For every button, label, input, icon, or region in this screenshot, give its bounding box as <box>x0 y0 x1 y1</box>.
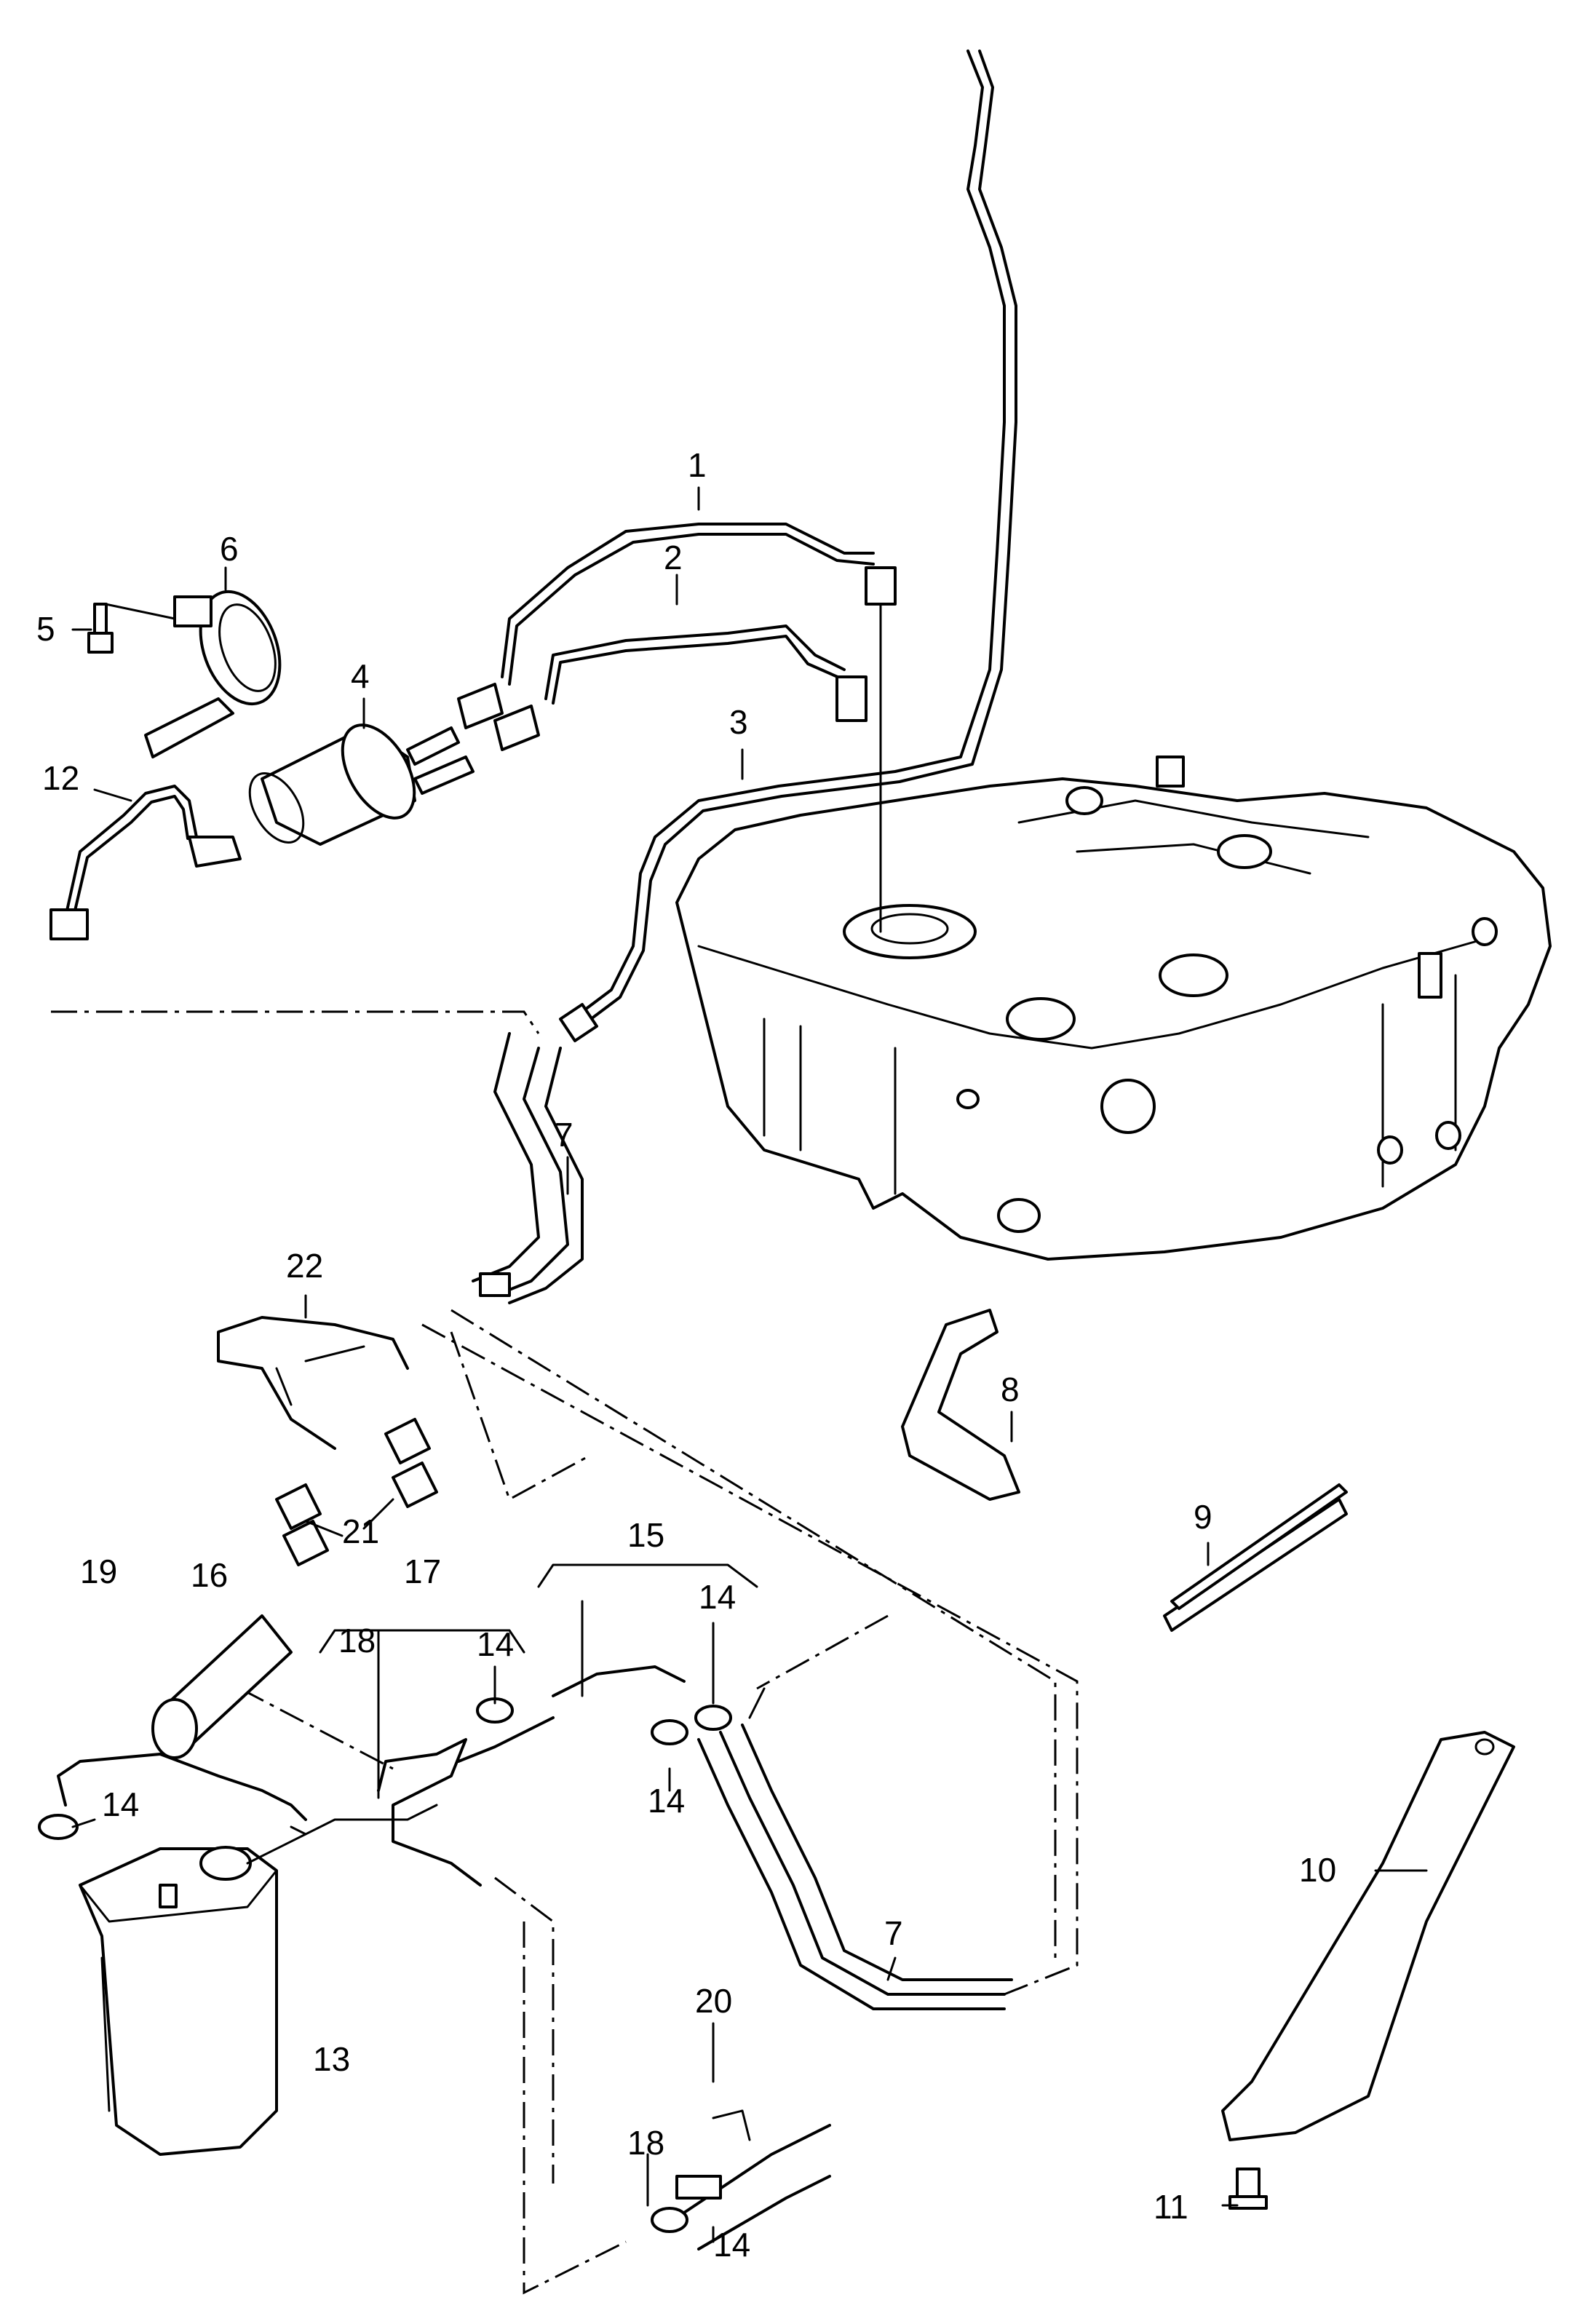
cable-tie <box>1163 1483 1348 1632</box>
callout-9: 9 <box>1194 1498 1212 1536</box>
hose-clips <box>275 1418 438 1566</box>
callout-14e: 14 <box>713 2226 750 2264</box>
charcoal-canister <box>79 1804 438 2156</box>
callout-1: 1 <box>688 446 707 484</box>
callout-2: 2 <box>664 539 683 576</box>
callout-17: 17 <box>404 1552 441 1590</box>
callout-16: 16 <box>191 1556 228 1594</box>
callout-14d: 14 <box>648 1782 685 1820</box>
screw <box>87 603 114 654</box>
callout-11: 11 <box>1154 2188 1188 2226</box>
hose-22 <box>217 1316 409 1450</box>
callout-4: 4 <box>351 657 370 695</box>
fuel-lines-upper <box>501 49 1017 1042</box>
callout-19: 19 <box>80 1552 117 1590</box>
callout-15: 15 <box>627 1516 664 1554</box>
connector-sleeve <box>151 1614 293 1759</box>
callout-13: 13 <box>313 2040 350 2078</box>
callout-21: 21 <box>342 1512 379 1550</box>
hoses-lower <box>57 1665 686 1887</box>
heat-shield <box>1221 1731 1515 2141</box>
callout-12: 12 <box>42 759 79 797</box>
filter-clamp <box>144 590 282 758</box>
leader-lines <box>71 486 1428 2243</box>
fuel-line-7-upper <box>472 1032 584 1304</box>
fuel-line-7-lower <box>697 1687 1013 2010</box>
callout-20: 20 <box>695 1982 732 2020</box>
callout-14b: 14 <box>477 1625 514 1663</box>
callout-6: 6 <box>220 530 239 568</box>
callout-10: 10 <box>1299 1851 1336 1889</box>
fuel-filter <box>248 683 540 846</box>
line-connector-20 <box>675 2109 831 2250</box>
callout-18b: 18 <box>627 2124 664 2162</box>
callout-14a: 14 <box>102 1785 139 1823</box>
callout-8: 8 <box>1001 1371 1020 1408</box>
callout-labels: 1 2 3 4 5 6 7 7 8 9 10 11 12 13 14 14 14… <box>36 446 1336 2264</box>
fuel-tank <box>675 756 1552 1261</box>
fuel-line-12 <box>49 785 242 940</box>
callout-22: 22 <box>286 1247 323 1285</box>
callout-7b: 7 <box>884 1914 903 1952</box>
callout-7a: 7 <box>555 1116 573 1154</box>
callout-3: 3 <box>729 703 748 741</box>
hose-clamps <box>38 1697 732 2233</box>
callout-18a: 18 <box>338 1622 376 1659</box>
assembly-dash-lines <box>51 1010 1079 2295</box>
bolt-11 <box>1228 2168 1268 2210</box>
callout-5: 5 <box>36 610 55 648</box>
callout-14c: 14 <box>699 1578 736 1616</box>
bracket-8 <box>901 1309 1020 1501</box>
